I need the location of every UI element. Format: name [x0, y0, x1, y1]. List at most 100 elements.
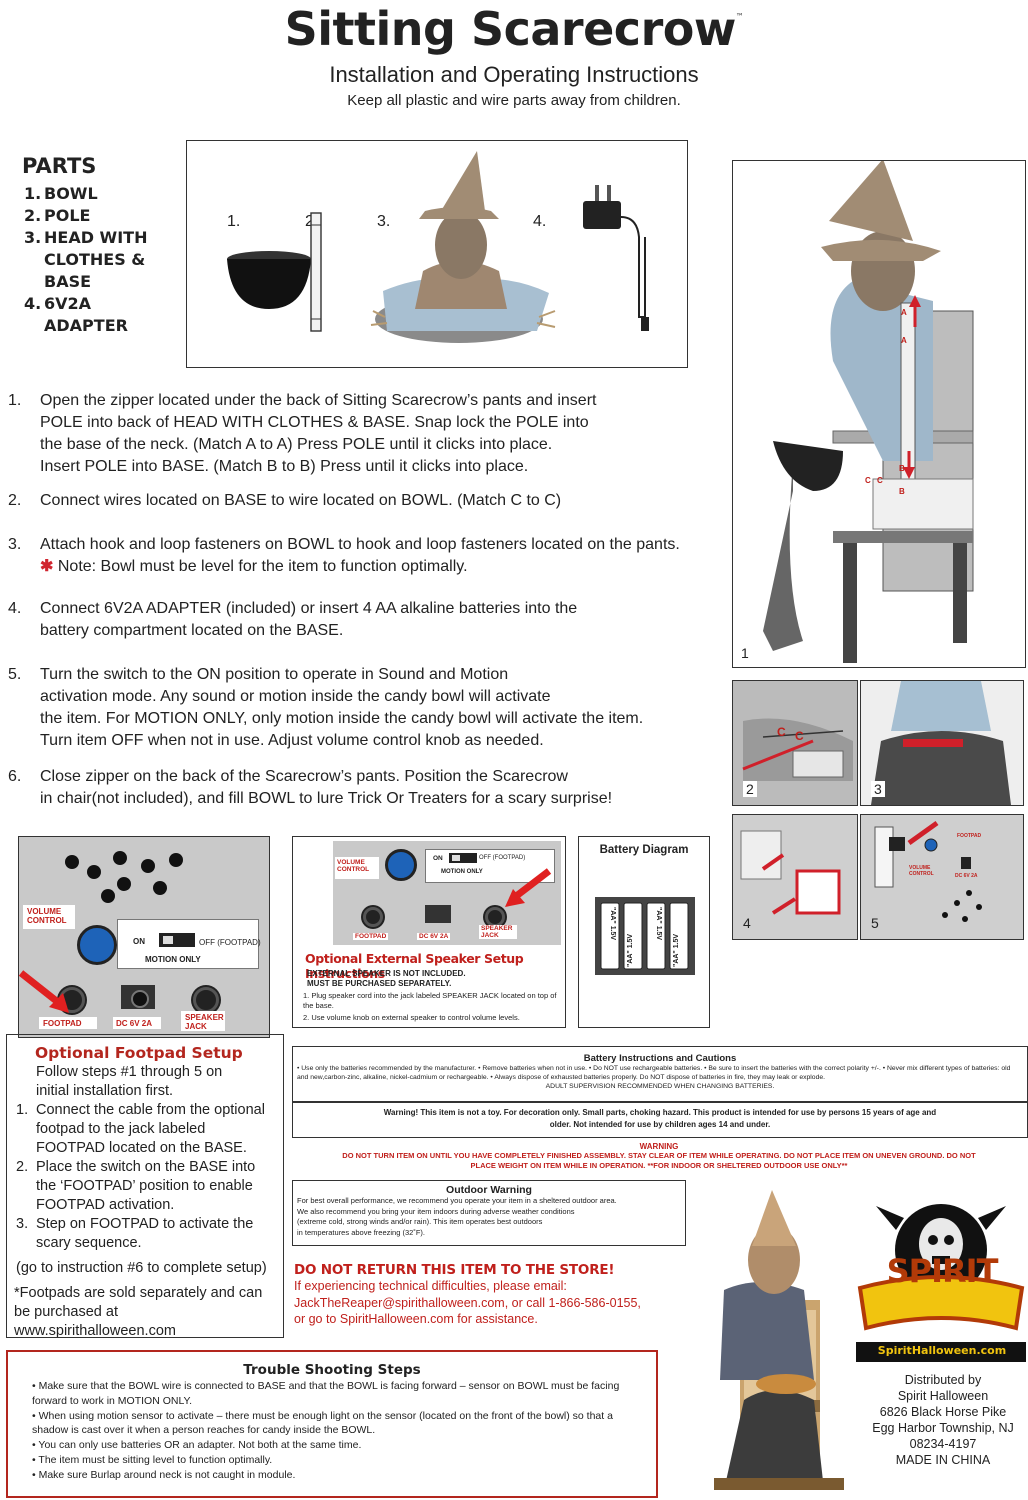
step-2: 2. Connect wires located on BASE to wire…	[8, 492, 562, 509]
footpad-label: FOOTPAD	[353, 933, 389, 940]
switch-off-label: OFF (FOOTPAD)	[199, 938, 261, 947]
page-subtitle: Installation and Operating Instructions	[329, 62, 699, 87]
part-item: 4.6V2A ADAPTER	[24, 294, 128, 335]
cautions-body: • Use only the batteries recommended by …	[297, 1065, 1011, 1081]
speaker-setup-panel: VOLUME CONTROL ON OFF (FOOTPAD) MOTION O…	[292, 836, 566, 1028]
speaker-hole	[169, 853, 183, 867]
footpad-frame	[6, 1034, 284, 1338]
label-plate	[335, 857, 379, 879]
speaker-step: 1. Plug speaker cord into the jack label…	[303, 991, 557, 1010]
wire-letter: C	[777, 725, 786, 739]
spirit-logo	[856, 1204, 1026, 1362]
part-item: 3.HEAD WITH CLOTHES & BASE	[24, 228, 148, 291]
assembly-figure-3: 3	[860, 680, 1024, 806]
speaker-step: 2. Use volume knob on external speaker t…	[303, 1013, 520, 1022]
wire-letter: C	[865, 476, 871, 485]
assembly-figure-4: 4	[732, 814, 858, 940]
figure-label: 3.	[377, 213, 391, 230]
footpad-setup-heading: Optional Footpad Setup	[35, 1044, 243, 1062]
outdoor-warning: Outdoor Warning For best overall perform…	[292, 1180, 686, 1246]
pole-letter: B	[899, 464, 905, 473]
switch-plate	[425, 849, 555, 883]
label-plate	[23, 905, 75, 929]
footpad-setup: Optional Footpad Setup Follow steps #1 t…	[14, 1044, 276, 1341]
speaker-hole	[65, 855, 79, 869]
speaker-label: SPEAKER JACK	[185, 1013, 224, 1031]
assembly-warning: WARNING DO NOT TURN ITEM ON UNTIL YOU HA…	[292, 1138, 1026, 1178]
footpad-go-to: (go to instruction #6 to complete setup)	[16, 1260, 267, 1276]
volume-knob[interactable]	[385, 849, 417, 881]
parts-list: 1.BOWL 2.POLE 3.HEAD WITH CLOTHES & BASE…	[24, 183, 164, 337]
label-plate	[113, 1017, 161, 1029]
safety-note: Keep all plastic and wire parts away fro…	[347, 92, 681, 109]
troubleshooting-box: Trouble Shooting Steps • Make sure that …	[6, 1350, 658, 1498]
parts-figure: 1. 2. 3. 4.	[186, 140, 688, 368]
switch-off-label: OFF (FOOTPAD)	[479, 855, 526, 861]
return-line: or go to SpiritHalloween.com for assista…	[294, 1312, 538, 1326]
battery-pack-illustration	[595, 897, 695, 975]
part-item: 2.POLE	[24, 206, 91, 225]
toy-warning: Warning! This item is not a toy. For dec…	[292, 1102, 1028, 1138]
speaker-jack[interactable]	[193, 987, 219, 1013]
power-switch[interactable]	[449, 853, 477, 863]
volume-label: VOLUME CONTROL	[337, 859, 370, 873]
dc-jack[interactable]	[121, 985, 155, 1009]
assembly-figure-1: A A B B C C 1	[732, 159, 1026, 668]
asterisk-icon: ✱	[40, 558, 54, 575]
module-switch-illustration	[861, 815, 1023, 939]
figure-number: 3	[871, 781, 885, 797]
footpad-note: *Footpads are sold separately and can be…	[14, 1285, 263, 1339]
speaker-setup-heading: Optional External Speaker Setup Instruct…	[305, 951, 524, 981]
module-label: FOOTPAD	[957, 833, 982, 839]
speaker-notice: EXTERNAL SPEAKER IS NOT INCLUDED.	[307, 969, 466, 978]
assembly-figure-5: FOOTPAD VOLUME CONTROL DC 6V 2A 5	[860, 814, 1024, 940]
figure-number: 4	[743, 915, 751, 931]
step-5: 5. Turn the switch to the ON position to…	[8, 666, 644, 749]
step-1: 1. Open the zipper located under the bac…	[8, 392, 597, 475]
cautions-supervision: ADULT SUPERVISION RECOMMENDED WHEN CHANG…	[545, 1083, 775, 1090]
footpad-step: 1.Connect the cable from the optional fo…	[16, 1102, 265, 1156]
part-item: 1.BOWL	[24, 184, 98, 203]
battery-diagram: Battery Diagram "AA" 1.5V "AA" 1.5V "AA"…	[578, 836, 710, 1028]
outdoor-body: For best overall performance, we recomme…	[297, 1196, 617, 1237]
battery-cell-label: "AA" 1.5V	[609, 907, 616, 941]
troubleshooting-item: • Make sure Burlap around neck is not ca…	[32, 1468, 296, 1481]
volume-knob[interactable]	[77, 925, 117, 965]
warning-heading: WARNING	[639, 1142, 679, 1151]
pants-fastener-illustration	[861, 681, 1023, 805]
return-heading: DO NOT RETURN THIS ITEM TO THE STORE!	[294, 1262, 615, 1278]
switch-on-label: ON	[133, 937, 145, 946]
speaker-hole	[141, 859, 155, 873]
scarecrow-photo	[704, 1190, 854, 1500]
pole-letter: B	[899, 487, 905, 496]
outdoor-heading: Outdoor Warning	[446, 1184, 532, 1196]
pole-letter: A	[901, 336, 907, 345]
assembly-figure-2: C C 2	[732, 680, 858, 806]
battery-cell-label: "AA" 1.5V	[673, 933, 680, 967]
dc-label: DC 6V 2A	[116, 1019, 153, 1028]
battery-diagram-title: Battery Diagram	[599, 844, 689, 856]
troubleshooting-item: • The item must be sitting level to func…	[32, 1453, 273, 1466]
dc-label: DC 6V 2A	[417, 933, 451, 940]
volume-label: VOLUME CONTROL	[27, 907, 67, 925]
speaker-hole	[101, 889, 115, 903]
power-switch[interactable]	[159, 933, 195, 947]
speaker-notice: MUST BE PURCHASED SEPARATELY.	[307, 979, 452, 988]
footpad-jack[interactable]	[363, 907, 383, 927]
troubleshooting-list: • Make sure that the BOWL wire is connec…	[8, 1378, 656, 1483]
figure-label: 4.	[533, 213, 547, 230]
support-contact-link[interactable]: JackTheReaper@spirithalloween.com, or ca…	[294, 1295, 641, 1310]
wire-letter: C	[877, 476, 883, 485]
label-plate	[181, 1011, 225, 1031]
battery-cell-label: "AA" 1.5V	[627, 933, 634, 967]
dc-jack[interactable]	[425, 905, 451, 923]
pole-letter: A	[901, 308, 907, 317]
wire-connection-illustration	[733, 681, 857, 805]
speaker-hole	[113, 851, 127, 865]
warning-body: DO NOT TURN ITEM ON UNTIL YOU HAVE COMPL…	[342, 1151, 976, 1170]
scarecrow-assembly-illustration	[763, 159, 974, 663]
footpad-label: FOOTPAD	[43, 1019, 82, 1028]
spirit-site[interactable]: SpiritHalloween.com	[877, 1344, 1007, 1357]
return-line: If experiencing technical difficulties, …	[294, 1279, 567, 1293]
switch-on-label: ON	[433, 855, 443, 862]
